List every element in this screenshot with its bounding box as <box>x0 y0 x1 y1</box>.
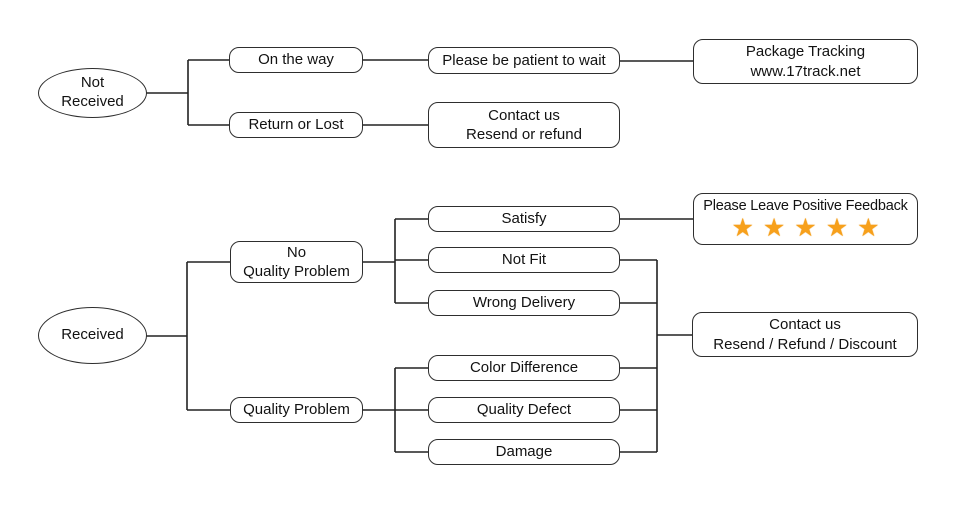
node-wrong-delivery: Wrong Delivery <box>428 290 620 316</box>
node-label: Received <box>61 326 124 344</box>
star-icon: ★ <box>825 214 849 243</box>
node-not-received: Not Received <box>38 68 147 118</box>
star-icon: ★ <box>857 214 880 243</box>
node-label: Color Difference <box>469 359 579 377</box>
five-star-rating: ★ ★ ★ ★ ★ <box>731 216 879 241</box>
node-label: Please be patient to wait <box>442 51 606 69</box>
node-return-or-lost: Return or Lost <box>229 112 363 138</box>
node-label: Return or Lost <box>248 116 344 134</box>
node-not-fit: Not Fit <box>428 247 620 273</box>
node-quality-defect: Quality Defect <box>428 397 620 423</box>
node-label: Contact us <box>769 316 841 333</box>
star-icon: ★ <box>731 214 754 243</box>
node-satisfy: Satisfy <box>428 206 620 232</box>
node-received: Received <box>38 307 147 364</box>
node-contact-us-resend-refund-discount: Contact us Resend / Refund / Discount <box>692 312 918 357</box>
node-on-the-way: On the way <box>229 47 363 73</box>
node-label: Quality Defect <box>476 401 572 419</box>
node-no-quality-problem: No Quality Problem <box>230 241 363 283</box>
star-icon: ★ <box>762 214 786 243</box>
node-package-tracking: Package Tracking www.17track.net <box>693 39 918 84</box>
node-label: No <box>286 243 307 261</box>
node-label: Contact us <box>488 106 560 124</box>
node-color-difference: Color Difference <box>428 355 620 381</box>
node-damage: Damage <box>428 439 620 465</box>
node-label: On the way <box>258 51 334 69</box>
node-quality-problem: Quality Problem <box>230 397 363 423</box>
node-contact-us-resend-refund: Contact us Resend or refund <box>428 102 620 148</box>
node-please-be-patient: Please be patient to wait <box>428 47 620 74</box>
node-label: Package Tracking <box>745 43 866 60</box>
star-icon: ★ <box>794 214 817 243</box>
node-label: Please Leave Positive Feedback <box>703 197 908 214</box>
node-label: Satisfy <box>501 210 547 228</box>
node-positive-feedback: Please Leave Positive Feedback ★ ★ ★ ★ ★ <box>693 193 918 245</box>
node-label: Received <box>61 93 124 110</box>
node-label: Quality Problem <box>243 263 350 280</box>
node-label: Not Fit <box>501 251 547 269</box>
node-label: Quality Problem <box>243 401 350 419</box>
tracking-url: www.17track.net <box>750 62 861 80</box>
node-label: Not <box>80 74 105 92</box>
node-label: Resend / Refund / Discount <box>713 335 897 353</box>
node-label: Damage <box>495 443 553 461</box>
node-label: Wrong Delivery <box>472 294 576 312</box>
node-label: Resend or refund <box>466 126 582 143</box>
